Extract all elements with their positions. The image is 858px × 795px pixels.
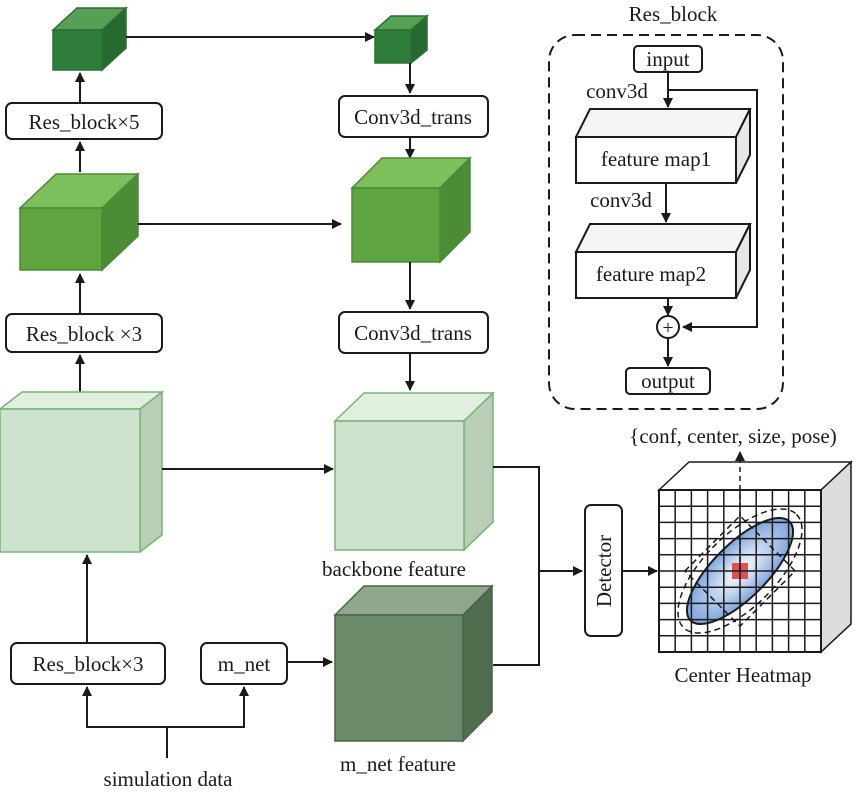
res-block-panel-border xyxy=(548,34,784,410)
res-block-x3-mid-label: Res_block ×3 xyxy=(26,322,142,346)
input-label: input xyxy=(646,47,689,71)
conv3d-trans-mid-box: Conv3d_trans xyxy=(338,311,489,354)
heatmap-box-outline xyxy=(683,514,797,628)
center-heatmap xyxy=(657,451,853,654)
m-net-feature-label: m_net feature xyxy=(340,752,456,776)
merge-connector xyxy=(493,466,540,666)
simulation-data-label: simulation data xyxy=(104,767,234,791)
heatmap-side-face xyxy=(820,460,852,654)
m-net-label: m_net xyxy=(218,652,271,676)
encoder-cube-large xyxy=(0,390,165,554)
center-heatmap-label: Center Heatmap xyxy=(674,663,811,687)
feature-map1-block: feature map1 xyxy=(574,108,752,184)
encoder-cube-mid xyxy=(18,172,140,272)
sum-node: + xyxy=(656,315,680,339)
heatmap-dashed-ellipse xyxy=(677,508,803,634)
conv3d-label-2: conv3d xyxy=(590,188,652,212)
decoder-cube-small xyxy=(373,14,429,65)
feature-map2-block: feature map2 xyxy=(574,223,752,299)
res-block-x3-mid-box: Res_block ×3 xyxy=(5,313,163,353)
backbone-feature-cube xyxy=(333,391,495,552)
heatmap-top-face xyxy=(657,461,853,491)
res-block-x3-bottom-label: Res_block×3 xyxy=(33,652,144,676)
sim-to-m-net-arrow xyxy=(167,686,249,728)
output-label: output xyxy=(641,369,695,393)
sum-symbol: + xyxy=(662,317,673,339)
feature-map1-label: feature map1 xyxy=(601,147,711,171)
backbone-feature-label: backbone feature xyxy=(322,557,466,581)
sim-to-res-block-arrow xyxy=(82,686,168,758)
res-block-panel: Res_block input conv3d feature map1 conv… xyxy=(548,2,784,410)
res-block-x5-label: Res_block×5 xyxy=(29,110,140,134)
m-net-box: m_net xyxy=(200,642,288,685)
m-net-feature-cube xyxy=(333,584,494,743)
skip-connection xyxy=(668,89,758,332)
decoder-cube-mid xyxy=(350,156,472,264)
feature-map2-label: feature map2 xyxy=(596,262,706,286)
res-block-x3-bottom-box: Res_block×3 xyxy=(10,642,166,685)
detector-label: Detector xyxy=(592,535,616,607)
output-box: output xyxy=(625,367,711,395)
input-box: input xyxy=(633,45,703,73)
conv3d-trans-top-label: Conv3d_trans xyxy=(354,105,472,129)
res-block-x5-box: Res_block×5 xyxy=(5,102,163,140)
conv3d-trans-top-box: Conv3d_trans xyxy=(338,95,489,138)
encoder-cube-small xyxy=(51,6,128,72)
detector-box: Detector xyxy=(584,504,623,637)
res-block-panel-title: Res_block xyxy=(629,2,718,26)
conv3d-trans-mid-label: Conv3d_trans xyxy=(354,321,472,345)
conv3d-label-1: conv3d xyxy=(586,79,648,103)
output-set-label: {conf, center, size, pose) xyxy=(629,424,836,448)
